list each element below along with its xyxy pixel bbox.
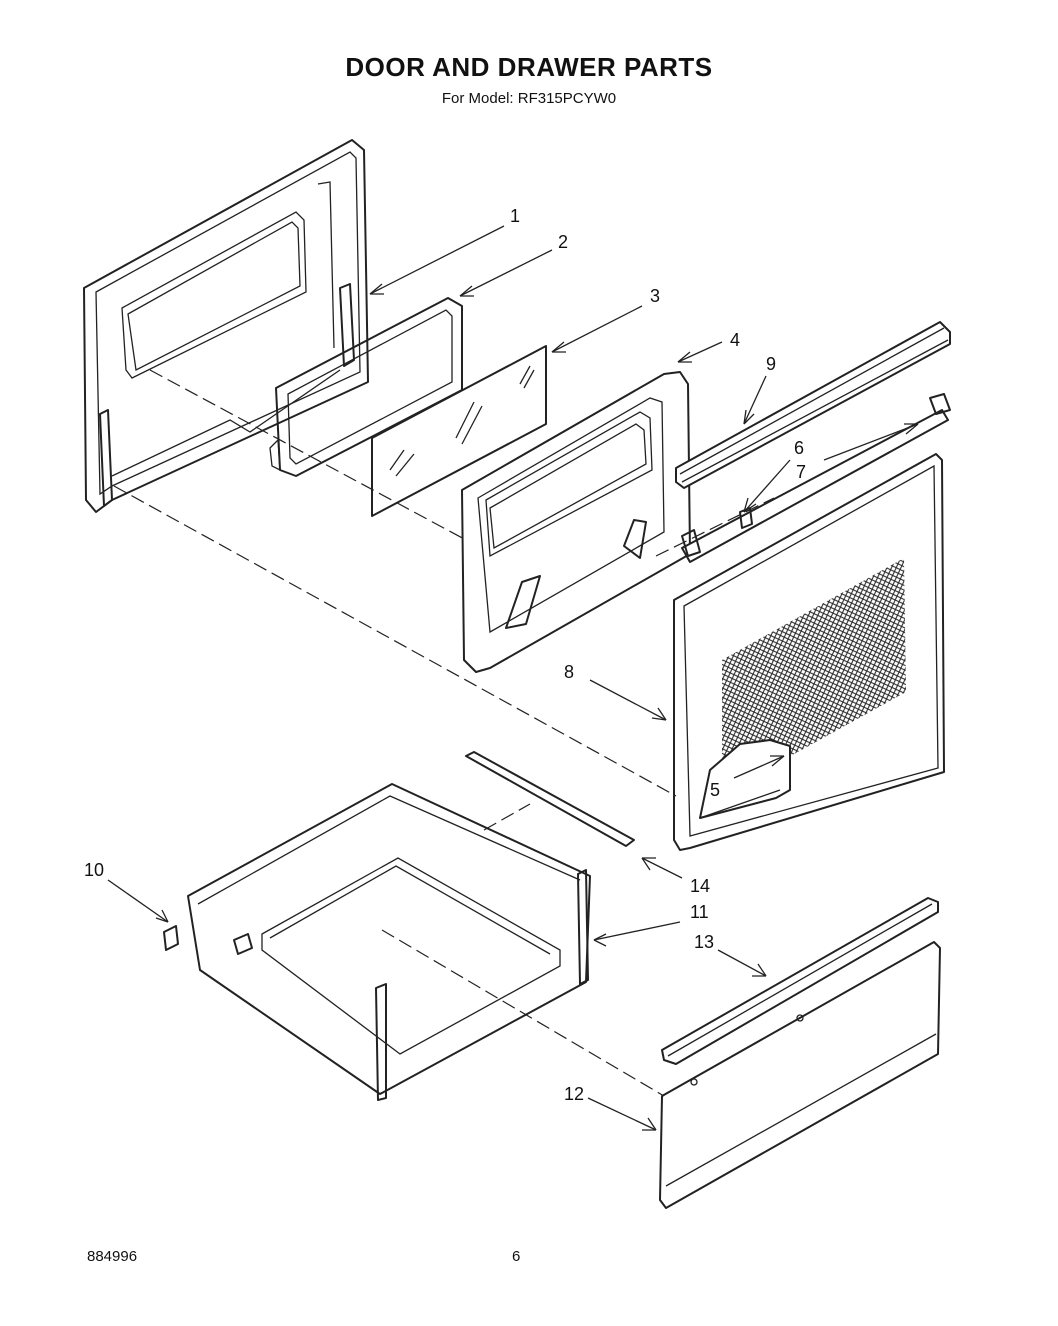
callout-2: 2 xyxy=(558,232,568,252)
door-top-trim xyxy=(675,321,951,489)
callout-3: 3 xyxy=(650,286,660,306)
document-number: 884996 xyxy=(87,1248,138,1265)
page-number: 6 xyxy=(512,1248,521,1265)
callout-4: 4 xyxy=(730,330,740,350)
drawer-stop xyxy=(163,925,179,951)
alignment-line-rail xyxy=(483,803,531,831)
drawer-front-panel xyxy=(659,941,941,1209)
model-subtitle: For Model: RF315PCYW0 xyxy=(441,90,617,107)
callout-13: 13 xyxy=(694,932,714,952)
callout-6: 6 xyxy=(794,438,804,458)
inner-door-panel xyxy=(461,371,691,673)
callout-1: 1 xyxy=(510,206,520,226)
page-title: DOOR AND DRAWER PARTS xyxy=(345,52,713,82)
alignment-line-drawer xyxy=(381,929,665,1097)
drawer-rail xyxy=(465,751,635,847)
vent-bar xyxy=(681,393,951,563)
callout-10: 10 xyxy=(84,860,104,880)
callout-5: 5 xyxy=(710,780,720,800)
callout-8: 8 xyxy=(564,662,574,682)
alignment-line-door xyxy=(113,485,677,797)
leader-lines xyxy=(107,225,919,1131)
callout-9: 9 xyxy=(766,354,776,374)
door-liner xyxy=(673,453,945,851)
callout-14: 14 xyxy=(690,876,710,896)
callout-12: 12 xyxy=(564,1084,584,1104)
outer-door-panel xyxy=(83,139,369,513)
callout-7: 7 xyxy=(796,462,806,482)
drawer-body xyxy=(187,783,591,1101)
callout-11: 11 xyxy=(690,902,709,922)
window-glass xyxy=(371,345,547,517)
drawer-front-trim xyxy=(661,897,939,1065)
alignment-line-vent xyxy=(655,497,775,557)
